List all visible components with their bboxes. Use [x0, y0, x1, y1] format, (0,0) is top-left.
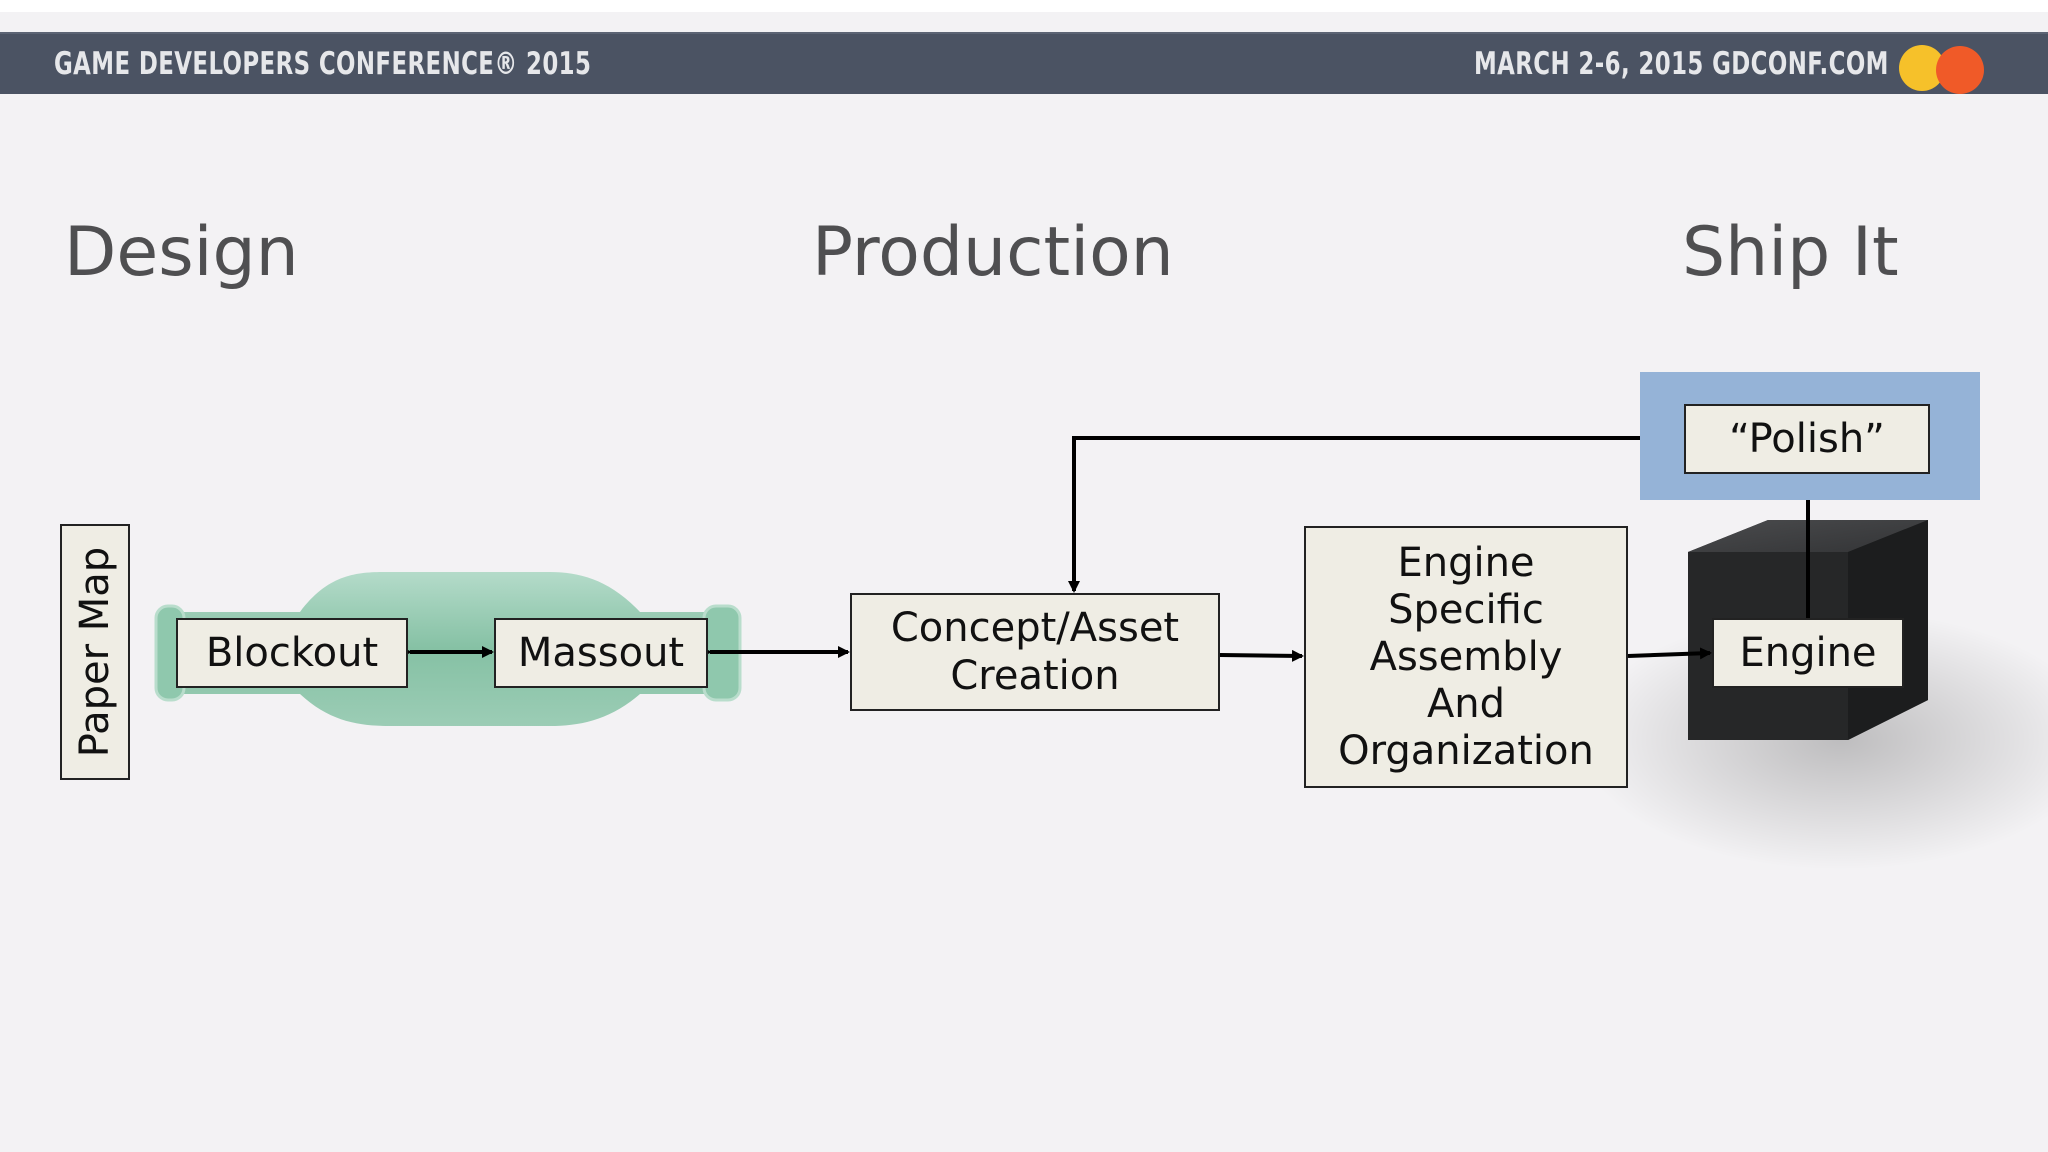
phase-title-production: Production [812, 213, 1174, 292]
assembly-label-line4: And [1426, 680, 1506, 727]
engine-label: Engine [1739, 630, 1877, 676]
arrow-concept-assembly [1219, 649, 1304, 662]
phase-title-ship-it: Ship It [1682, 213, 1899, 292]
gdc-dots-logo-icon [1899, 45, 1984, 94]
conference-date-url: MARCH 2-6, 2015 GDCONF.COM [1474, 46, 1889, 82]
engine-box: Engine [1712, 618, 1904, 688]
blockout-label: Blockout [205, 630, 379, 676]
concept-asset-creation-box: Concept/Asset Creation [850, 593, 1220, 711]
engine-cube [1580, 520, 2048, 870]
assembly-label-line1: Engine [1397, 539, 1535, 586]
assembly-label-line2: Specific [1388, 586, 1544, 633]
concept-label-line1: Concept/Asset [890, 605, 1180, 651]
phase-title-design: Design [64, 213, 299, 292]
paper-map-box: Paper Map [60, 524, 130, 780]
polish-label: “Polish” [1729, 416, 1885, 462]
assembly-label-line3: Assembly [1369, 633, 1563, 680]
conference-header-bar: GAME DEVELOPERS CONFERENCE® 2015 MARCH 2… [0, 32, 2048, 94]
concept-label-line2: Creation [950, 653, 1120, 699]
blockout-box: Blockout [176, 618, 408, 688]
polish-box: “Polish” [1684, 404, 1930, 474]
massout-box: Massout [494, 618, 708, 688]
massout-label: Massout [517, 630, 685, 676]
top-strip [0, 0, 2048, 12]
arrow-polish-concept [1068, 436, 1686, 593]
engine-assembly-box: Engine Specific Assembly And Organizatio… [1304, 526, 1628, 788]
arrow-assembly-engine [1627, 647, 1712, 660]
conference-name: GAME DEVELOPERS CONFERENCE® 2015 [54, 46, 592, 82]
assembly-label-line5: Organization [1338, 727, 1594, 774]
paper-map-label: Paper Map [72, 546, 119, 758]
